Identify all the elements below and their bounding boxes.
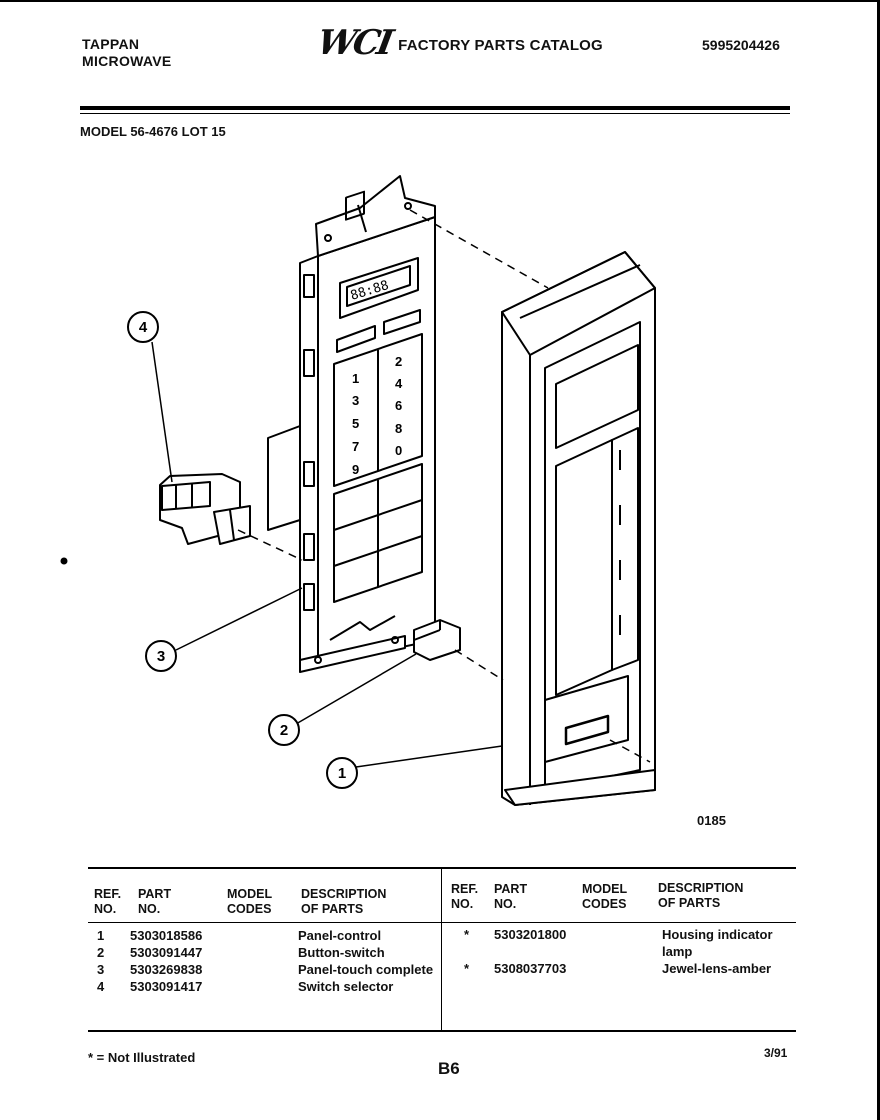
row-part-no: 5303269838 bbox=[130, 962, 203, 977]
header-rule-thin bbox=[80, 113, 790, 114]
keypad-digit: 0 bbox=[395, 443, 402, 458]
switch-selector-drawing bbox=[159, 473, 251, 545]
row-ref: 1 bbox=[97, 928, 105, 943]
not-illustrated-note: * = Not Illustrated bbox=[88, 1050, 196, 1065]
button-switch-drawing bbox=[413, 619, 461, 661]
row-description: Jewel-lens-amber bbox=[662, 961, 772, 976]
keypad-digit: 8 bbox=[395, 421, 402, 436]
page-code: B6 bbox=[438, 1059, 460, 1078]
header-ref-right: REF.NO. bbox=[451, 882, 479, 911]
row-part-no: 5303091417 bbox=[130, 979, 203, 994]
keypad-digit: 3 bbox=[352, 393, 359, 408]
keypad-digit: 9 bbox=[352, 462, 359, 477]
catalog-title: FACTORY PARTS CATALOG bbox=[398, 36, 603, 54]
table-row: Panel-control Button-switch Panel-touch … bbox=[298, 927, 433, 995]
row-part-no: 5303201800 bbox=[494, 927, 567, 942]
keypad-digit: 6 bbox=[395, 398, 402, 413]
row-part-no: 5303091447 bbox=[130, 945, 203, 960]
figure-code: 0185 bbox=[697, 813, 726, 828]
catalog-number: 5995204426 bbox=[702, 37, 780, 53]
callout-label: 3 bbox=[157, 648, 165, 665]
model-lot: MODEL 56-4676 LOT 15 bbox=[80, 124, 226, 139]
row-ref: * bbox=[464, 961, 470, 976]
keypad-digit: 5 bbox=[352, 416, 359, 431]
row-part-no: 5303018586 bbox=[130, 928, 203, 943]
header-rule-thick bbox=[80, 106, 790, 110]
row-part-no: 5308037703 bbox=[494, 961, 567, 976]
wci-logo: WCI bbox=[314, 23, 394, 63]
revision-date: 3/91 bbox=[764, 1046, 788, 1060]
row-description: Switch selector bbox=[298, 979, 394, 994]
row-description: Housing indicator lamp bbox=[662, 927, 773, 959]
keypad-digit: 2 bbox=[395, 354, 402, 369]
brand-block: TAPPAN MICROWAVE bbox=[82, 36, 172, 70]
brand-name: TAPPAN bbox=[82, 36, 140, 52]
keypad-digit: 7 bbox=[352, 439, 359, 454]
row-ref: 4 bbox=[97, 979, 105, 994]
control-housing-drawing bbox=[501, 251, 656, 806]
keypad-digit: 1 bbox=[352, 371, 359, 386]
row-ref: 3 bbox=[97, 962, 105, 977]
table-column-divider bbox=[441, 869, 442, 1030]
table-row: 5303018586 5303091447 5303269838 5303091… bbox=[130, 927, 202, 995]
keypad-digit: 4 bbox=[395, 376, 403, 391]
row-description: Panel-control bbox=[298, 928, 382, 943]
row-description: Button-switch bbox=[298, 945, 385, 960]
header-ref-left: REF.NO. bbox=[94, 887, 122, 916]
table-row: 1 2 3 4 bbox=[97, 927, 104, 995]
control-panel-drawing: 88:88 bbox=[299, 175, 436, 673]
callout-label: 1 bbox=[338, 765, 346, 782]
exploded-parts-diagram: 88:88 1 2 3 bbox=[60, 175, 656, 806]
row-description: Panel-touch complete bbox=[298, 962, 434, 977]
table-bottom-rule bbox=[88, 1030, 796, 1032]
table-header-rule bbox=[88, 922, 796, 923]
row-ref: * bbox=[464, 927, 470, 942]
catalog-header: WCI FACTORY PARTS CATALOG bbox=[314, 23, 603, 63]
callout-label: 2 bbox=[280, 722, 288, 739]
row-ref: 2 bbox=[97, 945, 105, 960]
callout-label: 4 bbox=[139, 319, 148, 336]
product-type: MICROWAVE bbox=[82, 53, 172, 69]
table-top-rule bbox=[88, 867, 796, 869]
